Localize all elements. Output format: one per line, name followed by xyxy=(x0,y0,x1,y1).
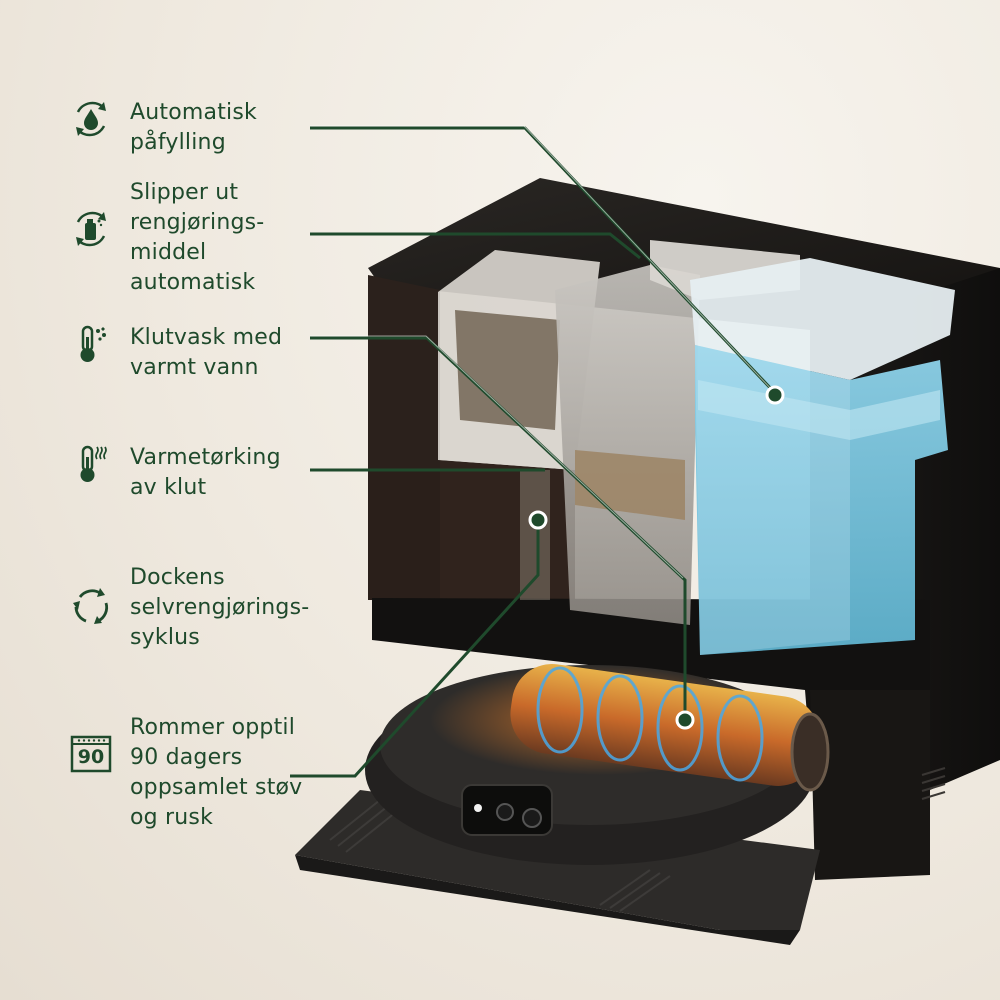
calendar-90-icon: 90 xyxy=(70,733,112,775)
refill-droplet-icon xyxy=(76,101,106,137)
feature-self-clean-cycle: Dockens selvrengjørings- syklus xyxy=(70,563,309,653)
feature-dust-capacity: 90 Rommer opptil 90 dagers oppsamlet stø… xyxy=(70,713,302,833)
feature-auto-refill-label: Automatisk påfylling xyxy=(130,100,257,155)
hot-thermometer-icon xyxy=(80,325,106,362)
roller-brush xyxy=(510,664,820,786)
leader-dot-self-clean xyxy=(528,510,548,530)
feature-heat-dry-label: Varmetørking av klut xyxy=(130,445,281,500)
clean-water-lid xyxy=(690,258,955,380)
leader-self-clean xyxy=(290,520,540,778)
leader-dot-refill xyxy=(765,385,785,405)
leader-detergent xyxy=(310,232,641,260)
feature-self-clean-cycle-label: Dockens selvrengjørings- syklus xyxy=(130,565,310,650)
feature-detergent-label: Slipper ut rengjørings- middel automatis… xyxy=(130,180,265,295)
feature-hot-water-wash: Klutvask med varmt vann xyxy=(70,323,282,383)
dock-bay xyxy=(372,598,930,875)
feature-hot-water-wash-label: Klutvask med varmt vann xyxy=(130,325,283,380)
vent-grille xyxy=(921,767,946,800)
dirty-water-tank xyxy=(555,265,700,625)
feature-heat-dry: Varmetørking av klut xyxy=(70,443,281,503)
leader-dot-cloth-wash xyxy=(675,710,695,730)
water-swirl xyxy=(536,666,764,782)
feature-detergent: Slipper ut rengjørings- middel automatis… xyxy=(70,178,264,298)
calendar-badge-number: 90 xyxy=(77,746,105,768)
feature-auto-refill: Automatisk påfylling xyxy=(70,98,257,158)
recycle-arrows-icon xyxy=(73,588,108,624)
heat-thermometer-icon xyxy=(80,445,107,482)
feature-dust-capacity-label: Rommer opptil 90 dagers oppsamlet støv o… xyxy=(130,715,303,830)
detergent-bottle-icon xyxy=(76,211,106,247)
